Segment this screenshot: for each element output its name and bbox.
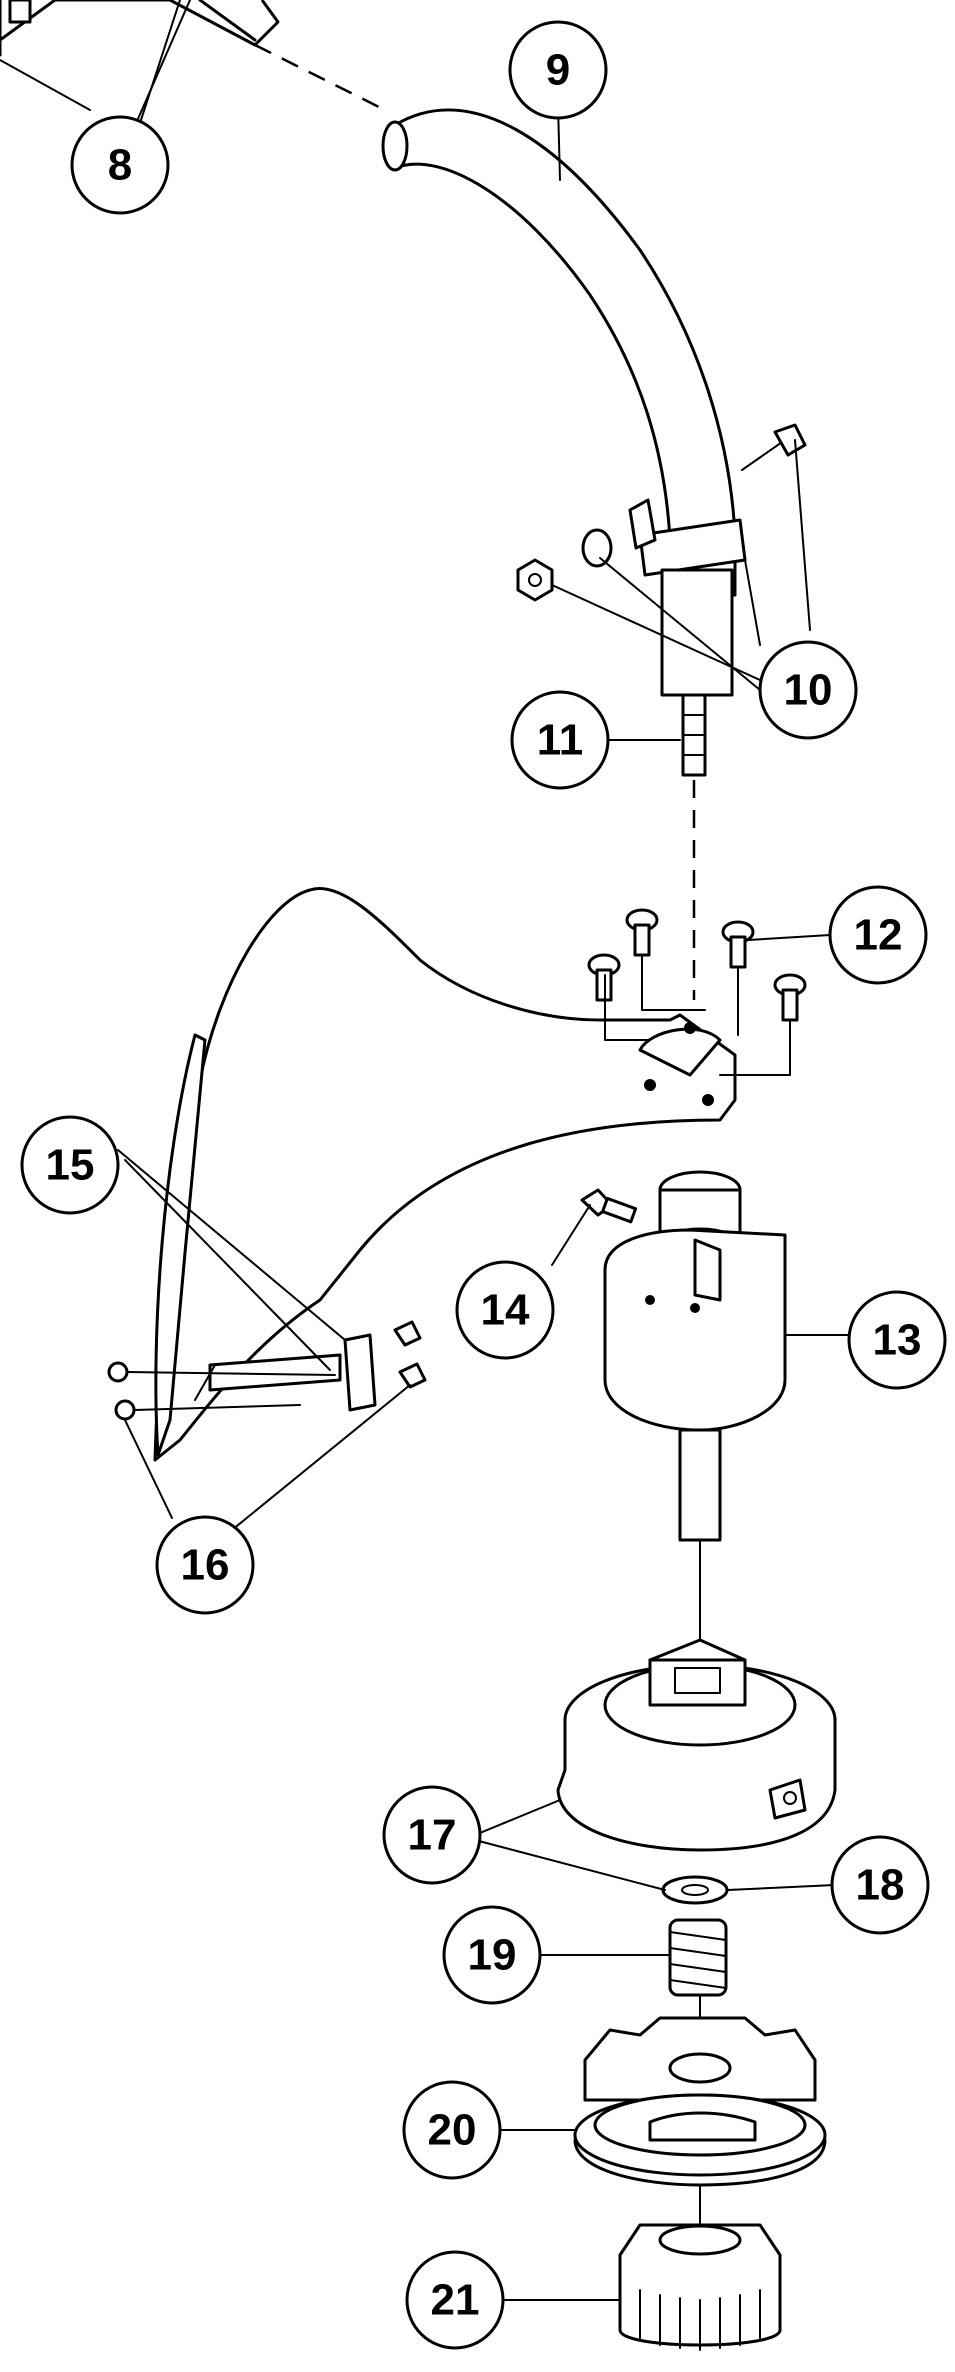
part-19-spring <box>668 1918 728 1997</box>
part-11-drive-pin <box>681 693 707 1000</box>
callout-17: 17 <box>382 1785 482 1885</box>
callout-8: 8 <box>70 115 170 215</box>
svg-text:18: 18 <box>856 1861 905 1910</box>
part-9-curved-shaft <box>381 108 737 597</box>
svg-text:17: 17 <box>408 1811 457 1860</box>
part-21-knob <box>618 2223 782 2351</box>
svg-text:20: 20 <box>428 2106 477 2155</box>
svg-text:8: 8 <box>108 141 132 190</box>
callout-15: 15 <box>20 1115 120 1215</box>
part-13-gear-head <box>603 1170 787 1641</box>
callout-10: 10 <box>758 640 858 740</box>
part-18-washer <box>661 1875 729 1905</box>
part-17-spool-housing <box>556 1638 837 1852</box>
callout-14: 14 <box>455 1260 555 1360</box>
callout-11: 11 <box>510 690 610 790</box>
svg-text:12: 12 <box>854 911 903 960</box>
part-16-bracket-fasteners <box>107 1320 427 1421</box>
part-8-upper-housing <box>0 0 386 112</box>
svg-text:10: 10 <box>784 666 833 715</box>
callout-9: 9 <box>508 20 608 120</box>
callout-16: 16 <box>155 1515 255 1615</box>
part-15-guard <box>153 887 737 1462</box>
callout-13: 13 <box>847 1290 947 1390</box>
svg-text:11: 11 <box>537 716 584 765</box>
callout-20: 20 <box>402 2080 502 2180</box>
svg-text:15: 15 <box>46 1141 95 1190</box>
part-10-clamp-assembly <box>516 423 807 697</box>
svg-text:14: 14 <box>481 1286 530 1335</box>
callout-18: 18 <box>830 1835 930 1935</box>
svg-text:19: 19 <box>468 1931 517 1980</box>
svg-text:13: 13 <box>873 1316 922 1365</box>
callout-21: 21 <box>405 2250 505 2350</box>
part-14-gearhead-screw <box>580 1188 638 1224</box>
svg-text:9: 9 <box>546 46 570 95</box>
leader-lines <box>0 0 851 2301</box>
callout-12: 12 <box>828 885 928 985</box>
callout-19: 19 <box>442 1905 542 2005</box>
svg-text:16: 16 <box>181 1541 230 1590</box>
svg-text:21: 21 <box>431 2276 480 2325</box>
part-12-screws <box>587 908 807 1022</box>
part-20-spool <box>573 2016 827 2187</box>
